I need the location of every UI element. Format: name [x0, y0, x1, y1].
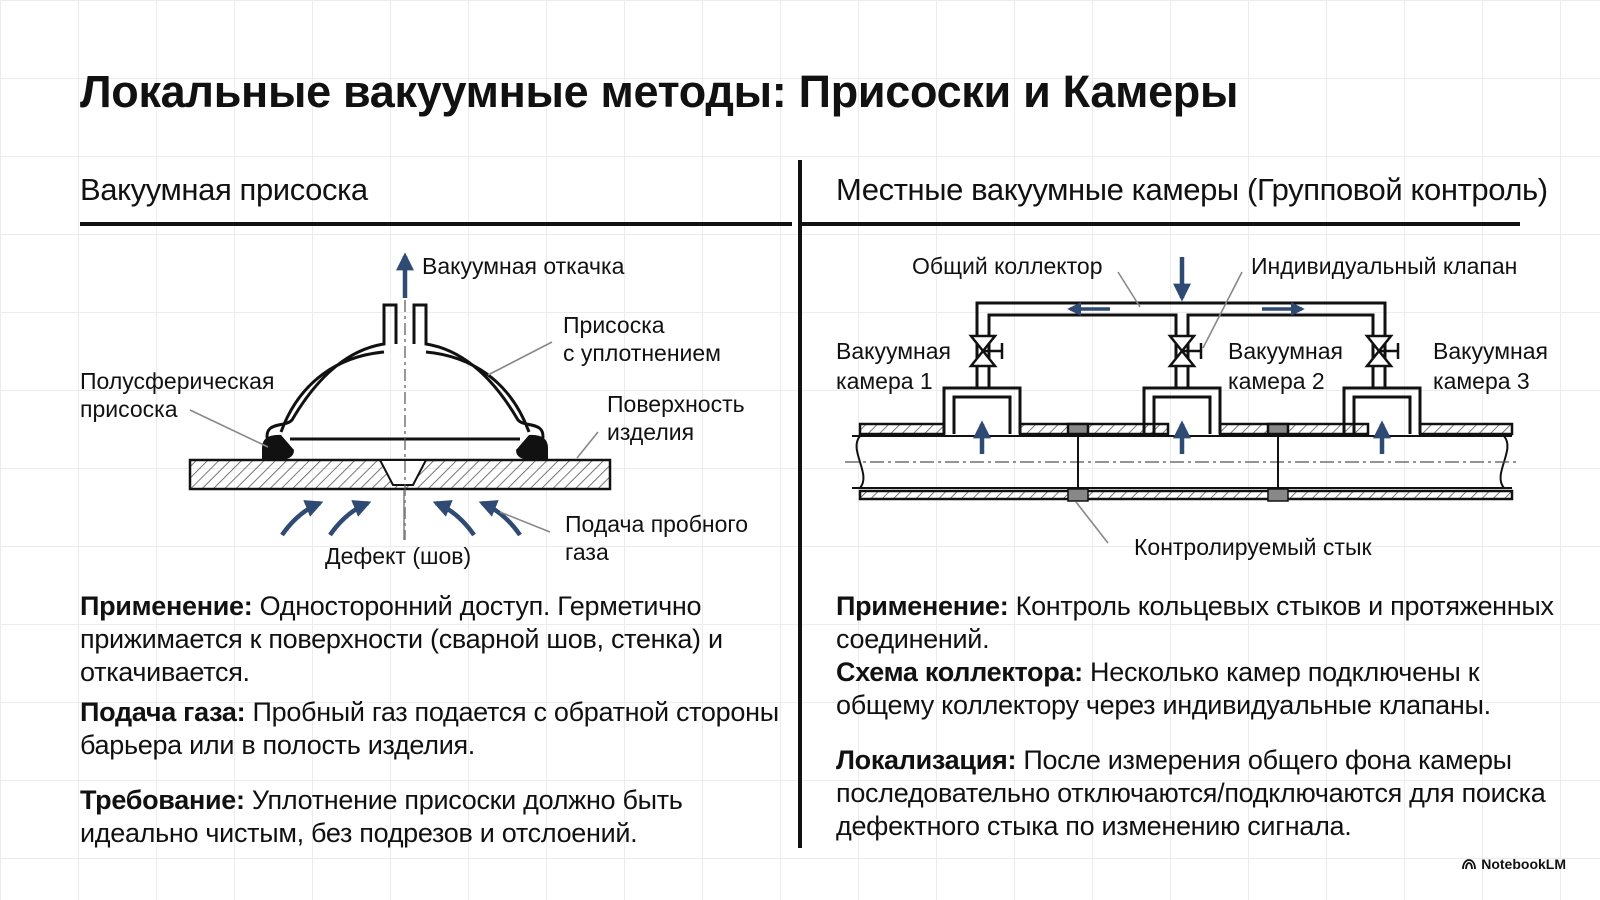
label-chamber-3-line1: Вакуумная [1433, 338, 1548, 364]
label-hemispherical-line2: присоска [80, 396, 178, 422]
notebooklm-logo-icon [1462, 858, 1477, 869]
suction-cup-leaders [189, 341, 599, 540]
workpiece-surface [188, 458, 612, 491]
valve-1 [968, 334, 1004, 368]
term-gas-supply: Подача газа: [80, 697, 246, 727]
label-hemispherical-line1: Полусферическая [80, 368, 274, 394]
text-application: Контроль кольцевых стыков и протяженных … [836, 591, 1554, 654]
heading-rule-left [80, 222, 792, 226]
label-manifold: Общий коллектор [912, 253, 1103, 279]
chamber-labels: Общий коллектор Индивидуальный клапан Ва… [836, 253, 1548, 560]
label-cup-seal-line2: с уплотнением [563, 340, 721, 366]
suction-cup-labels: Вакуумная откачка Присоска с уплотнением… [80, 253, 748, 569]
page-title: Локальные вакуумные методы: Присоски и К… [80, 66, 1239, 117]
paragraph-localization: Локализация: После измерения общего фона… [836, 744, 1576, 843]
paragraph-application: Применение: Односторонний доступ. Гермет… [80, 590, 780, 689]
label-surface-line1: Поверхность [607, 391, 745, 417]
pipe-lower-wall [858, 489, 1514, 501]
paragraph-requirement: Требование: Уплотнение присоски должно б… [80, 784, 780, 850]
heading-rule-right [802, 222, 1520, 226]
description-left: Применение: Односторонний доступ. Гермет… [80, 590, 780, 850]
chamber-leaders [1075, 271, 1243, 544]
text-gas-supply: Пробный газ подается с обратной стороны … [80, 697, 779, 760]
term-localization: Локализация: [836, 745, 1017, 775]
gas-arrow [280, 500, 324, 537]
valve-3 [1364, 334, 1400, 368]
chamber-2 [1142, 386, 1222, 434]
paragraph-gas-supply: Подача газа: Пробный газ подается с обра… [80, 696, 780, 762]
term-manifold-scheme: Схема коллектора: [836, 657, 1083, 687]
left-seal-lip [262, 434, 294, 460]
paragraph-application: Применение: Контроль кольцевых стыков и … [836, 590, 1576, 656]
gas-arrows [280, 252, 522, 537]
chamber-3 [1342, 386, 1422, 434]
label-chamber-2-line1: Вакуумная [1228, 338, 1343, 364]
label-gas-line2: газа [565, 539, 609, 565]
suction-cup-diagram: Вакуумная откачка Присоска с уплотнением… [80, 252, 748, 569]
label-chamber-3-line2: камера 3 [1433, 368, 1530, 394]
label-gas-line1: Подача пробного [565, 511, 748, 537]
flow-arrows [973, 257, 1391, 454]
column-divider [798, 160, 802, 848]
description-right: Применение: Контроль кольцевых стыков и … [836, 590, 1576, 843]
term-requirement: Требование: [80, 785, 245, 815]
text-application: Односторонний доступ. Герметично прижима… [80, 591, 723, 687]
text-localization: После измерения общего фона камеры после… [836, 745, 1546, 841]
gas-arrow [478, 500, 522, 537]
label-chamber-2-line2: камера 2 [1228, 368, 1325, 394]
term-application: Применение: [80, 591, 253, 621]
label-controlled-joint: Контролируемый стык [1134, 534, 1372, 560]
brand-badge: NotebookLM [1462, 856, 1566, 872]
defect-notch [378, 459, 428, 486]
label-chamber-1-line1: Вакуумная [836, 338, 951, 364]
section-heading-vacuum-chambers: Местные вакуумные камеры (Групповой конт… [836, 172, 1548, 207]
right-seal-lip [516, 434, 548, 460]
chamber-1 [942, 386, 1022, 434]
valve-2 [1167, 334, 1203, 368]
label-chamber-1-line2: камера 1 [836, 368, 933, 394]
joint-marker [1067, 488, 1089, 502]
section-heading-suction-cup: Вакуумная присоска [80, 172, 368, 207]
paragraph-manifold-scheme: Схема коллектора: Несколько камер подклю… [836, 656, 1576, 722]
term-application: Применение: [836, 591, 1009, 621]
text-manifold-scheme: Несколько камер подключены к общему колл… [836, 657, 1491, 720]
suction-cup [262, 300, 548, 540]
label-defect: Дефект (шов) [325, 543, 471, 569]
label-cup-seal-line1: Присоска [563, 312, 665, 338]
text-requirement: Уплотнение присоски должно быть идеально… [80, 785, 683, 848]
chambers [942, 386, 1422, 434]
label-individual-valve: Индивидуальный клапан [1251, 253, 1517, 279]
vacuum-chambers-diagram: Общий коллектор Индивидуальный клапан Ва… [836, 253, 1548, 560]
joint-marker [1267, 488, 1289, 502]
label-surface-line2: изделия [607, 419, 694, 445]
gas-arrow [328, 500, 372, 537]
gas-arrow [432, 500, 476, 537]
valves [968, 334, 1400, 368]
pipe-upper-wall [858, 422, 1514, 436]
brand-name: NotebookLM [1481, 856, 1566, 872]
label-vacuum-pumping: Вакуумная откачка [422, 253, 625, 279]
